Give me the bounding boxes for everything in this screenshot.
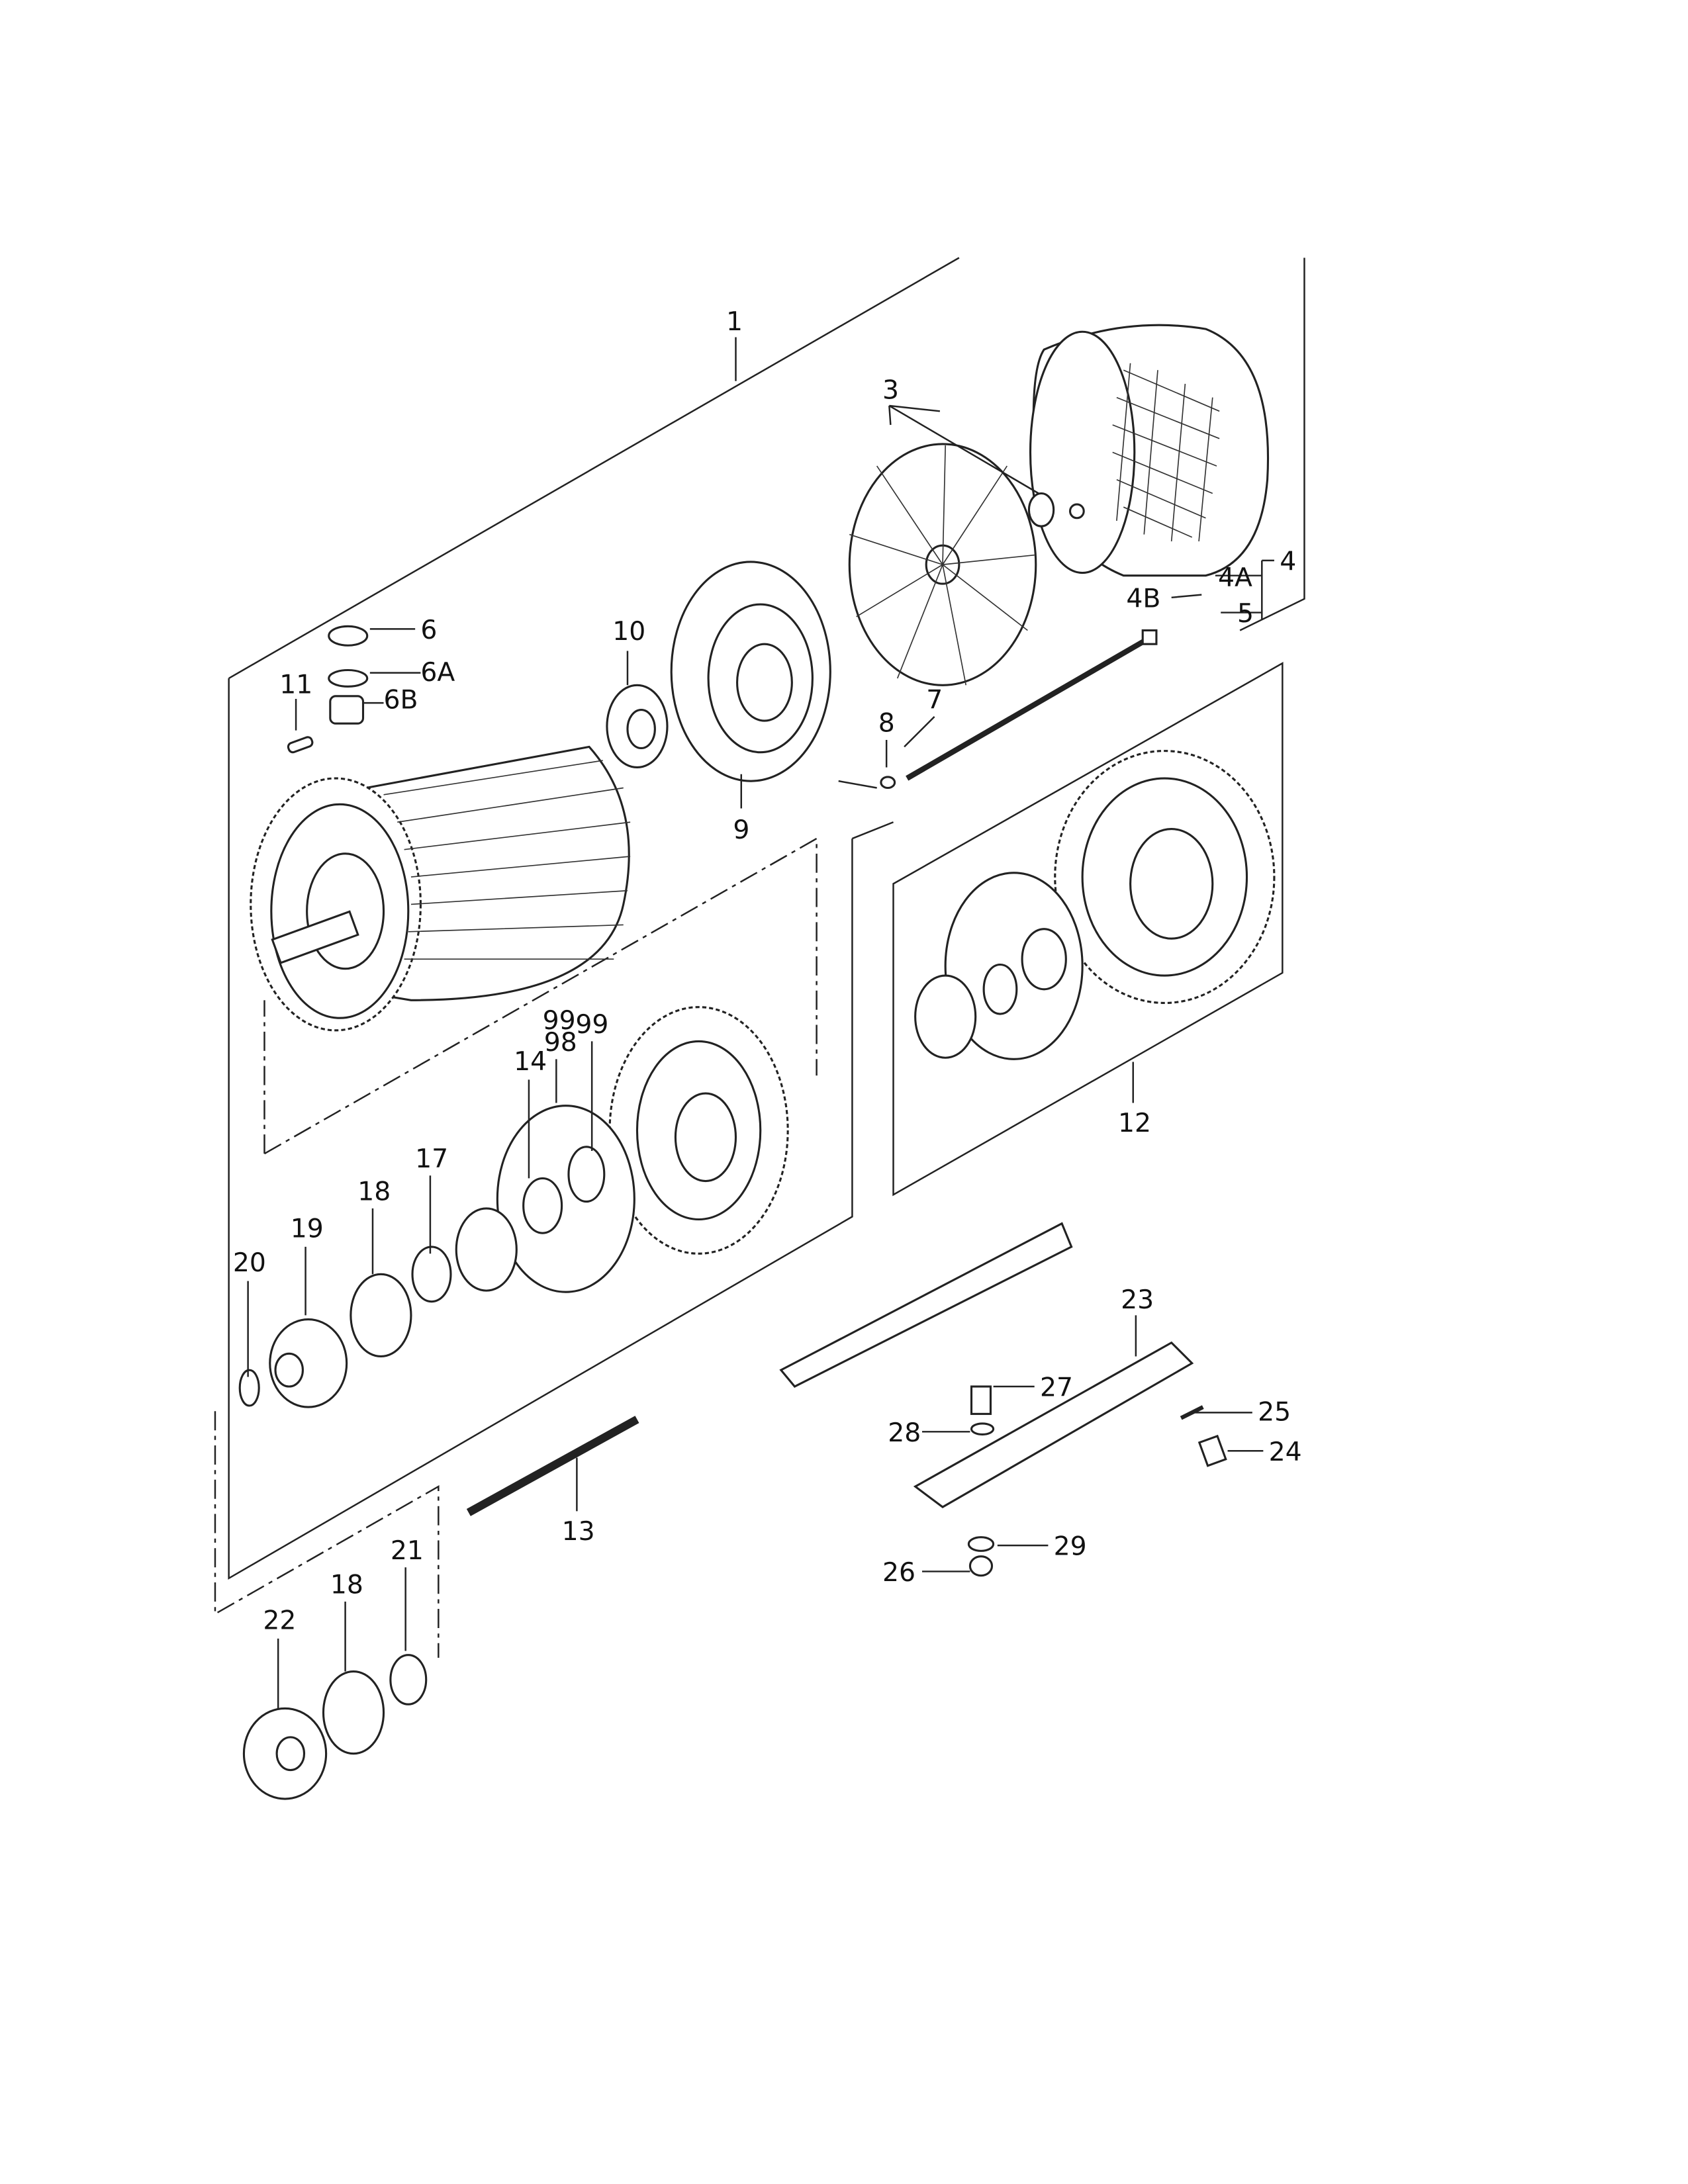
motor-housing-part-1 [250,745,631,1032]
bearing-set-22-18-21 [242,1654,428,1800]
callout-26: 26 [882,1558,915,1588]
callout-12: 12 [1118,1109,1151,1138]
callout-24: 24 [1269,1437,1302,1467]
callout-23: 23 [1121,1285,1154,1315]
callout-labels: 1 3 4 4A 4B 5 6 6A 6B 7 8 9 10 11 12 13 … [233,307,1302,1635]
callout-3: 3 [882,376,899,406]
callout-1: 1 [726,307,743,337]
callout-4A: 4A [1218,563,1252,593]
callout-18-b: 18 [330,1570,363,1600]
callout-27: 27 [1040,1373,1073,1402]
assembly-outline-1 [228,257,1305,1580]
callout-22: 22 [263,1606,296,1635]
callout-7: 7 [926,685,943,715]
callout-99-b: 99 [575,1010,608,1040]
assembly-outline-12 [892,662,1284,1197]
callout-98: 98 [544,1028,577,1058]
bearing-part-10 [606,684,669,769]
callout-4B: 4B [1126,584,1160,614]
callout-19: 19 [291,1214,324,1244]
callout-8: 8 [878,709,895,739]
leader-lines [247,337,1274,1710]
subassembly-dashed-outline [214,837,818,1658]
callout-4: 4 [1280,547,1296,576]
fan-cover-part-4 [1029,324,1269,577]
callout-21: 21 [391,1536,424,1566]
callout-6A: 6A [420,658,455,688]
tie-rod-part-7 [906,629,1158,781]
callout-13: 13 [562,1517,595,1547]
stud-part-13 [466,1416,639,1516]
flange-assembly-part-12 [914,750,1276,1060]
callout-10: 10 [612,617,645,647]
callout-11: 11 [279,670,312,700]
callout-9: 9 [733,815,749,845]
callout-28: 28 [888,1418,921,1448]
callout-17: 17 [415,1144,448,1174]
callout-29: 29 [1054,1532,1087,1562]
end-shield-part-9 [670,561,831,782]
callout-25: 25 [1258,1398,1291,1428]
callout-14: 14 [514,1047,547,1077]
callout-18-a: 18 [357,1177,391,1207]
flange-front [238,1006,789,1408]
callout-6: 6 [420,615,437,645]
callout-99-a: 99 [543,1006,576,1036]
key-part-8 [880,776,896,790]
mounting-rails-part-23 [779,1222,1227,1577]
gland-parts-6 [287,625,369,754]
fan-part-3 [848,443,1055,686]
callout-20: 20 [233,1248,266,1278]
callout-5: 5 [1237,599,1254,629]
callout-6B: 6B [384,685,418,715]
